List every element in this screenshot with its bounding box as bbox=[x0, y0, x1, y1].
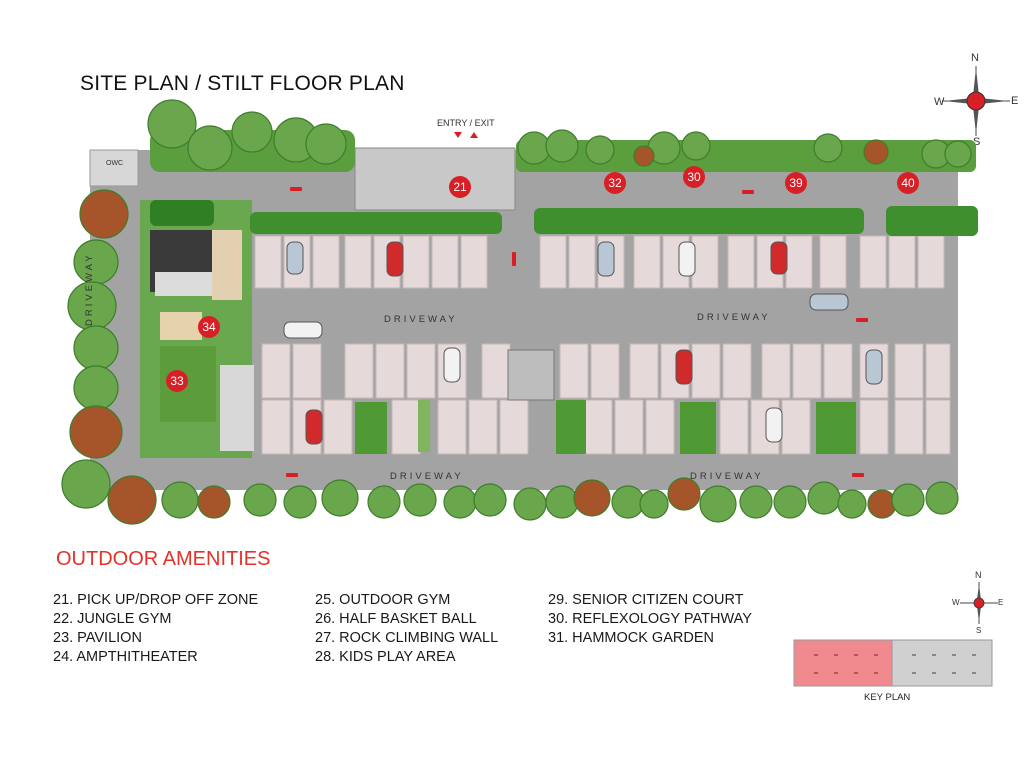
amenity-item: 22. JUNGLE GYM bbox=[53, 611, 172, 627]
key-compass-s: S bbox=[976, 626, 982, 635]
marker-30: 30 bbox=[683, 166, 705, 188]
amenity-item: 28. KIDS PLAY AREA bbox=[315, 649, 456, 665]
driveway-label-bottom-left: DRIVEWAY bbox=[390, 471, 464, 482]
marker-34: 34 bbox=[198, 316, 220, 338]
driveway-label-vertical: DRIVEWAY bbox=[84, 252, 95, 326]
amenities-column-2: 25. OUTDOOR GYM 26. HALF BASKET BALL 27.… bbox=[315, 591, 498, 667]
compass-rose bbox=[942, 66, 1010, 136]
amenities-column-1: 21. PICK UP/DROP OFF ZONE 22. JUNGLE GYM… bbox=[53, 591, 258, 667]
site-plan-drawing bbox=[61, 99, 978, 525]
amenity-item: 30. REFLEXOLOGY PATHWAY bbox=[548, 611, 752, 627]
marker-33: 33 bbox=[166, 370, 188, 392]
key-plan-compass-rose bbox=[960, 582, 998, 624]
key-compass-n: N bbox=[975, 570, 982, 580]
compass-e: E bbox=[1011, 95, 1019, 107]
amenity-item: 31. HAMMOCK GARDEN bbox=[548, 630, 714, 646]
entry-arrows-icon bbox=[454, 132, 478, 138]
key-plan-diagram bbox=[793, 639, 993, 687]
compass-s: S bbox=[973, 136, 981, 148]
amenities-column-3: 29. SENIOR CITIZEN COURT 30. REFLEXOLOGY… bbox=[548, 591, 752, 648]
amenity-item: 24. AMPTHITHEATER bbox=[53, 649, 198, 665]
marker-39: 39 bbox=[785, 172, 807, 194]
entry-exit-label: ENTRY / EXIT bbox=[437, 118, 495, 128]
amenity-item: 29. SENIOR CITIZEN COURT bbox=[548, 592, 744, 608]
compass-n: N bbox=[971, 52, 979, 64]
amenity-item: 26. HALF BASKET BALL bbox=[315, 611, 477, 627]
key-compass-e: E bbox=[998, 598, 1004, 607]
key-compass-w: W bbox=[952, 598, 960, 607]
marker-40: 40 bbox=[897, 172, 919, 194]
amenities-title: OUTDOOR AMENITIES bbox=[56, 548, 271, 570]
driveway-label-bottom-right: DRIVEWAY bbox=[690, 471, 764, 482]
amenity-item: 27. ROCK CLIMBING WALL bbox=[315, 630, 499, 646]
marker-32: 32 bbox=[604, 172, 626, 194]
page-title: SITE PLAN / STILT FLOOR PLAN bbox=[80, 72, 405, 95]
owc-label: OWC bbox=[106, 160, 124, 167]
driveway-label-middle-left: DRIVEWAY bbox=[384, 314, 458, 325]
amenity-item: 21. PICK UP/DROP OFF ZONE bbox=[53, 592, 259, 608]
compass-w: W bbox=[934, 96, 945, 108]
key-plan-label: KEY PLAN bbox=[864, 692, 911, 703]
amenity-item: 23. PAVILION bbox=[53, 630, 142, 646]
marker-21: 21 bbox=[449, 176, 471, 198]
amenity-item: 25. OUTDOOR GYM bbox=[315, 592, 451, 608]
driveway-label-middle-right: DRIVEWAY bbox=[697, 312, 771, 323]
